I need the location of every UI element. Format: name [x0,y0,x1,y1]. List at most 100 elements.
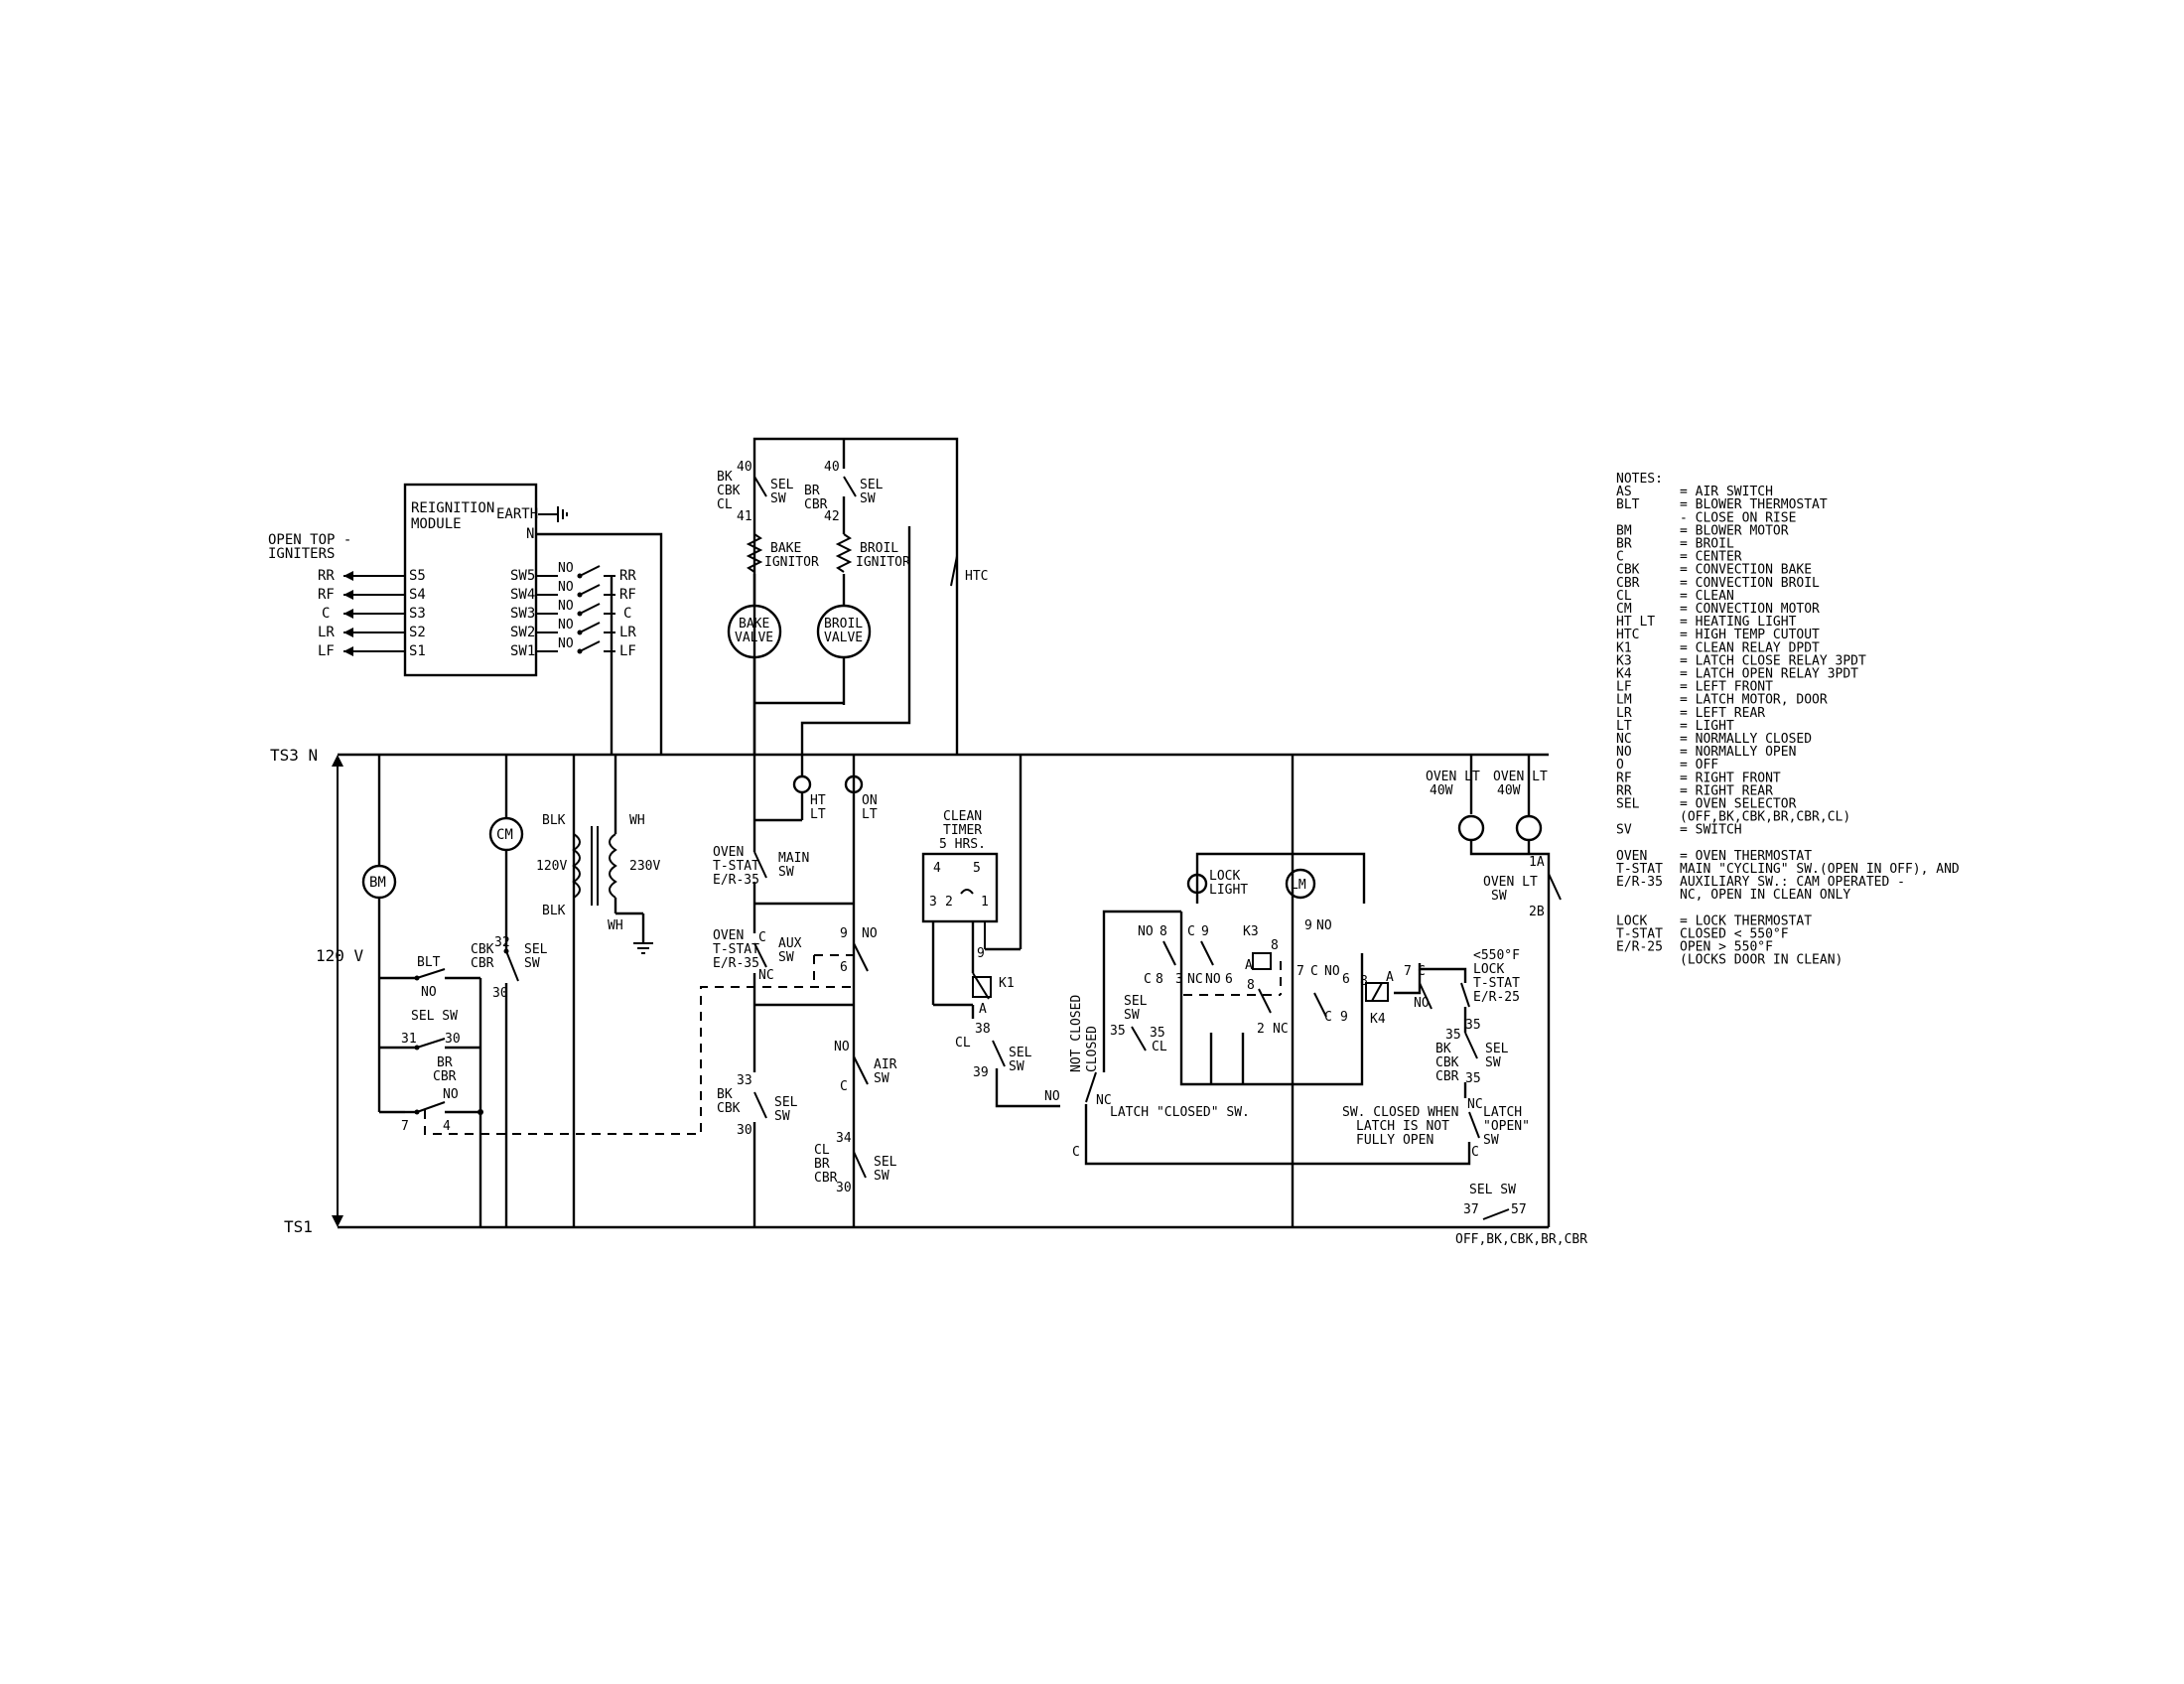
heating-light [792,774,812,794]
relay-loop [1179,912,1364,1086]
terminal-8: 8 [1247,978,1255,993]
timer-terminal: 1 [981,895,989,910]
note-abbr: BR [1616,537,1632,552]
terminal-3: 3 [1175,972,1183,987]
timer-terminal: 2 [945,895,953,910]
latch-note: LATCH IS NOT [1356,1119,1449,1134]
note-abbr: LF [1616,680,1632,695]
lock-light [1186,873,1208,895]
no-label: NO [558,561,574,576]
broil-ignitor [835,533,853,573]
c-label: C [758,930,766,945]
note-definition: OPEN > 550°F [1680,940,1773,955]
sel-label: SEL [1124,994,1148,1009]
a-label: A [979,1002,987,1017]
terminal-39: 39 [973,1065,989,1080]
sw-terminal: SW3 [510,606,535,622]
terminal-35: 35 [1465,1071,1481,1086]
sw-terminal: SW2 [510,625,535,640]
latch-note: SW. CLOSED WHEN [1342,1105,1458,1120]
sel-positions: OFF,BK,CBK,BR,CBR [1455,1232,1587,1247]
sel-label: SEL [524,942,548,957]
sel-label: SEL [860,478,884,492]
note-abbr: NOTES: [1616,472,1663,487]
on-light [844,774,864,794]
terminal-2b: 2B [1529,905,1545,919]
terminal-6: 6 [1225,972,1233,987]
note-definition: = CLEAN RELAY DPDT [1680,640,1820,655]
arrow-up-icon [332,755,343,767]
cbr-label: CBR [1435,1069,1459,1084]
latch-open-label: SW [1483,1133,1499,1148]
terminal-35: 35 [1465,1018,1481,1033]
latch-nc-wire [1102,910,1181,1072]
sel-label: SEL [1485,1042,1509,1056]
oven-tstat-label: E/R-35 [713,873,759,888]
bk-label: BK [717,1087,733,1102]
transformer-primary [572,833,581,899]
burner-label: C [623,606,631,622]
s-terminal: S3 [409,606,426,622]
aux-sw-label: SW [778,950,794,965]
oven-tstat-label: OVEN [713,845,744,860]
air-sw-label: AIR [874,1057,897,1072]
main-sw-label: SW [778,865,794,880]
note-abbr: K3 [1616,653,1632,668]
sw-label: SW [770,491,786,506]
c-label: C [1187,924,1195,939]
terminal-8: 8 [1160,924,1167,939]
note-definition: MAIN "CYCLING" SW.(OPEN IN OFF), AND [1680,862,1960,877]
note-abbr: K4 [1616,667,1632,682]
terminal-32: 32 [494,935,510,950]
note-definition: = BLOWER MOTOR [1680,523,1789,538]
terminal-40: 40 [737,460,752,475]
sel-label: SEL [770,478,794,492]
oven-tstat-label: T-STAT [713,942,759,957]
terminal-35: 35 [1110,1024,1126,1039]
note-definition: NC, OPEN IN CLEAN ONLY [1680,888,1850,903]
air-sw-label: SW [874,1071,889,1086]
sel-sw-label: SEL SW [411,1009,458,1024]
lock-light-label: LOCK [1209,869,1240,884]
not-closed-label: NOT CLOSED [1069,995,1084,1072]
note-definition: - CLOSE ON RISE [1680,510,1796,525]
sel-label: SEL [774,1095,798,1110]
note-abbr: AS [1616,485,1632,499]
sw-label: SW [1124,1008,1140,1023]
timer-motor-icon [960,889,974,895]
note-abbr: O [1616,758,1624,772]
arrow-left-icon [343,646,353,656]
sw-label: SW [860,491,876,506]
transformer-secondary [609,833,617,899]
note-definition: = CENTER [1680,550,1742,565]
bake-ignitor-label: BAKE [770,541,801,556]
terminal-34: 34 [836,1131,852,1146]
arrow-left-icon [343,609,353,619]
note-definition: = OFF [1680,758,1718,772]
c-label: C [1310,964,1318,979]
note-definition: = CLEAN [1680,589,1734,604]
c-label: C [1418,964,1426,979]
terminal-8: 8 [1360,974,1368,989]
module-neutral-wire [536,532,663,755]
sw-label: SW [524,956,540,971]
no-label: NO [834,1040,850,1054]
burner-label: RR [318,568,335,584]
terminal-31: 31 [401,1032,417,1047]
igniters-label-2: IGNITERS [268,546,335,562]
br-label: BR [814,1157,830,1172]
reignition-module-box [403,483,538,677]
cbk-label: CBK [1435,1055,1459,1070]
note-abbr: HTC [1616,628,1639,642]
note-definition: = LATCH OPEN RELAY 3PDT [1680,667,1858,682]
terminal-6: 6 [1342,972,1350,987]
terminal-33: 33 [737,1073,752,1088]
sw-label: SW [774,1109,790,1124]
no-label: NO [1316,918,1332,933]
terminal-2: 2 [1257,1022,1265,1037]
no-label: NO [421,985,437,1000]
br-label: BR [804,484,820,498]
sw-label: SW [1485,1055,1501,1070]
broil-valve-label: VALVE [824,631,863,645]
